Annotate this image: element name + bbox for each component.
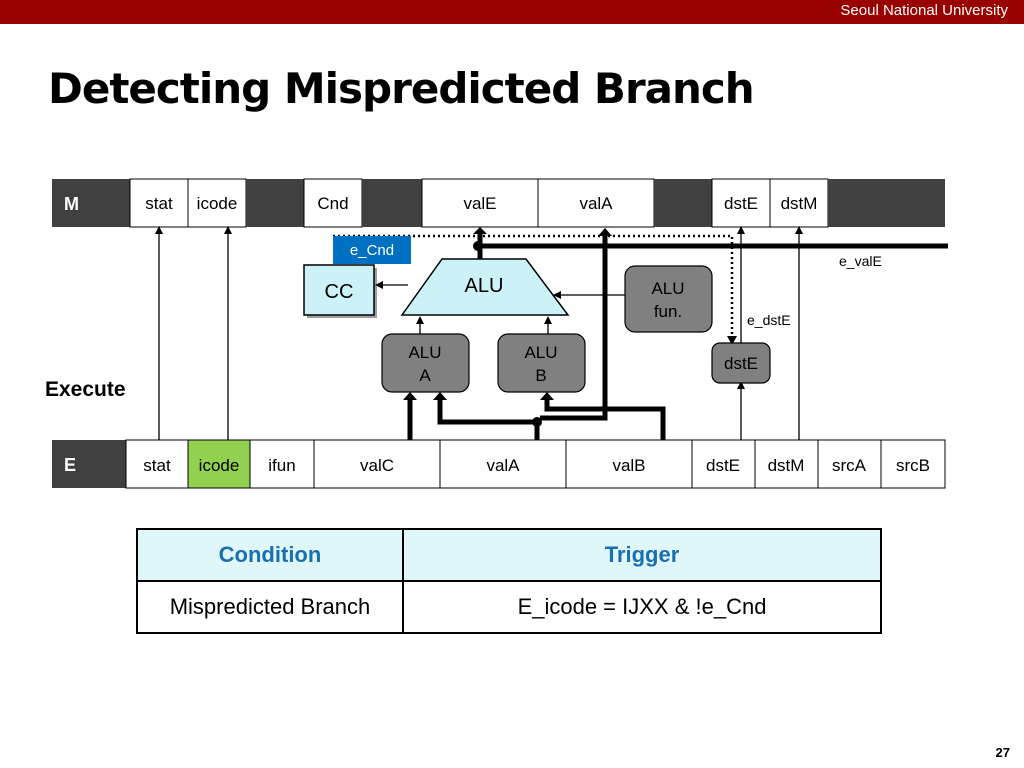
page-number: 27	[995, 745, 1010, 760]
university-name: Seoul National University	[840, 2, 1008, 19]
e-field-valb: valB	[612, 456, 645, 475]
m-field-cnd: Cnd	[317, 194, 348, 213]
alu-b-label-line1: ALU	[524, 343, 557, 362]
m-register: M stat icode Cnd valE valA dstE dstM	[52, 178, 945, 228]
alu-a-label-line1: ALU	[408, 343, 441, 362]
condition-table: Condition Trigger Mispredicted Branch E_…	[136, 528, 882, 634]
dste-block-label: dstE	[724, 354, 758, 373]
header-bar: Seoul National University	[0, 0, 1024, 24]
dste-block	[711, 342, 771, 384]
alu-fun-label-line2: fun.	[654, 302, 682, 321]
table-row: Mispredicted Branch E_icode = IJXX & !e_…	[136, 580, 882, 634]
e-field-icode: icode	[199, 456, 240, 475]
slide-title: Detecting Mispredicted Branch	[48, 64, 755, 113]
wire-vala-to-alua	[437, 400, 540, 440]
table-header-trigger: Trigger	[402, 528, 882, 582]
e-dste-label: e_dstE	[747, 312, 791, 328]
e-field-icode-highlight	[187, 439, 251, 489]
m-field-vale: valE	[463, 194, 496, 213]
e-field-dstm: dstM	[768, 456, 805, 475]
wire-valb-to-alub	[544, 400, 666, 440]
alu-b-label-line2: B	[535, 366, 546, 385]
alu-fun-block	[624, 265, 713, 333]
wire-vala-through	[540, 236, 608, 421]
alu-block	[400, 258, 570, 316]
table-header-condition: Condition	[136, 528, 404, 582]
alu-a-block	[381, 333, 470, 393]
e-field-srcb: srcB	[896, 456, 930, 475]
alu-label: ALU	[465, 275, 504, 297]
table-cell-trigger: E_icode = IJXX & !e_Cnd	[402, 580, 882, 634]
e-vale-label: e_valE	[839, 253, 882, 269]
execute-stage-label: Execute	[45, 378, 126, 401]
e-field-ifun: ifun	[268, 456, 295, 475]
table-cell-condition: Mispredicted Branch	[136, 580, 404, 634]
pipeline-diagram: M stat icode Cnd valE valA dstE dstM E s…	[45, 178, 948, 489]
m-field-dste: dstE	[724, 194, 758, 213]
alu-a-label-line2: A	[419, 366, 431, 385]
m-register-label: M	[64, 194, 79, 214]
e-register-label: E	[64, 455, 76, 475]
e-field-stat: stat	[143, 456, 171, 475]
e-field-vala: valA	[486, 456, 520, 475]
e-field-srca: srcA	[832, 456, 867, 475]
cc-label: CC	[325, 281, 354, 303]
alu-fun-label-line1: ALU	[651, 279, 684, 298]
e-cnd-signal-box	[333, 236, 411, 264]
e-register: E stat icode ifun valC valA valB dstE ds…	[52, 439, 946, 489]
m-field-stat: stat	[145, 194, 173, 213]
e-field-valc: valC	[360, 456, 394, 475]
m-field-icode: icode	[197, 194, 238, 213]
m-field-vala: valA	[579, 194, 613, 213]
m-field-dstm: dstM	[781, 194, 818, 213]
alu-b-block	[497, 333, 586, 393]
m-register-label-cell	[52, 179, 130, 227]
cc-block	[303, 264, 375, 316]
e-cnd-label: e_Cnd	[350, 242, 394, 259]
e-field-dste: dstE	[706, 456, 740, 475]
